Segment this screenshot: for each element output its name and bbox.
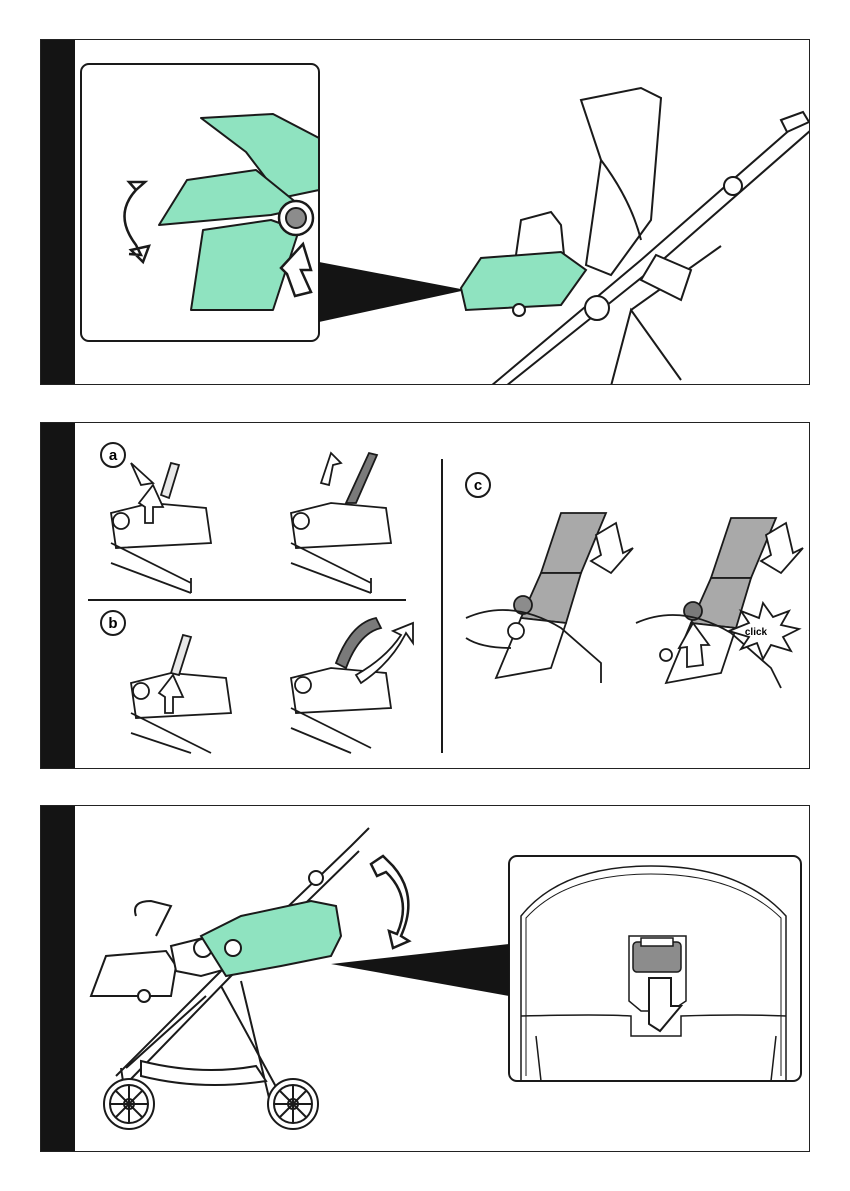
step-c-connector-right [636, 518, 803, 688]
step-b-label: b [108, 615, 117, 632]
stroller-frame [491, 88, 810, 385]
step-a-seat-left [111, 463, 211, 593]
wheel-rear [268, 1079, 318, 1129]
footrest-panel [40, 39, 810, 385]
click-callout: click [745, 627, 768, 638]
step-c-label: c [474, 477, 482, 494]
rotate-arrows-icon [371, 856, 409, 948]
step-a-label: a [109, 447, 118, 464]
step-b-seat-left [131, 635, 231, 753]
footrest-on-stroller [461, 252, 586, 310]
recline-panel [40, 805, 810, 1152]
recline-backrest [201, 901, 341, 976]
bumper-bar-illustration: a b [41, 423, 810, 769]
step-a-seat-right [291, 453, 391, 593]
step-b-seat-right [291, 618, 413, 753]
zoom-wedge [319, 262, 466, 322]
footrest-illustration [41, 40, 810, 385]
recline-illustration [41, 806, 810, 1152]
step-c-connector-left [466, 513, 633, 683]
wheel-front [104, 1079, 154, 1129]
bumper-bar-panel: a b [40, 422, 810, 769]
zoom-wedge [331, 944, 509, 996]
